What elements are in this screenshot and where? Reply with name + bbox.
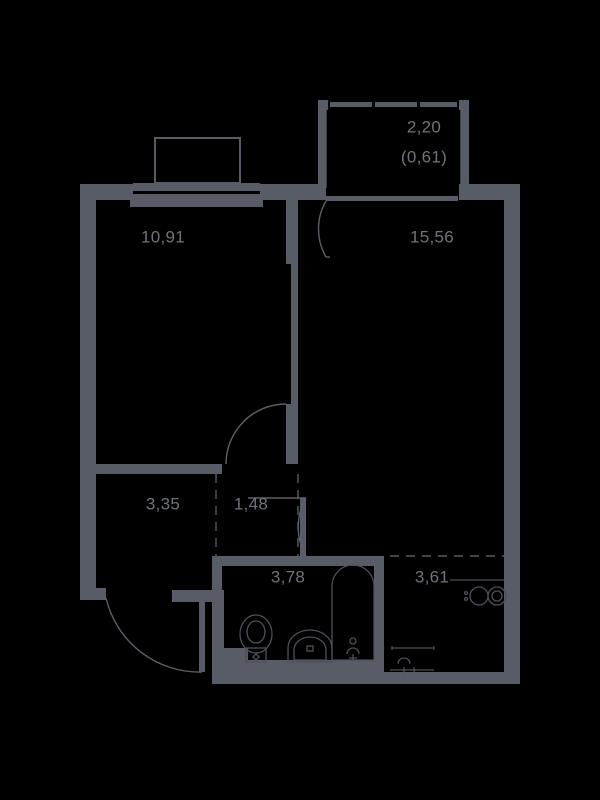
- wall-bathroom-right: [374, 556, 384, 672]
- entrance-door-arc: [105, 597, 203, 673]
- balcony-door-leaf: [326, 196, 458, 201]
- wall-left-entrance-jamb: [80, 588, 106, 600]
- kitchen-area-label: 3,61: [415, 567, 449, 586]
- balcony-wall-left: [318, 100, 326, 190]
- hall-area-label: 3,35: [146, 494, 180, 513]
- wall-bathroom-left: [212, 556, 222, 672]
- wall-left-exterior: [80, 184, 96, 600]
- bathroom-area-label: 3,78: [271, 567, 305, 586]
- wall-top-mid: [260, 184, 326, 200]
- bathtub-fixture: [331, 564, 375, 662]
- wall-bathroom-step: [222, 648, 248, 662]
- wall-right-exterior: [504, 184, 520, 684]
- living-room-area-label: 10,91: [141, 227, 185, 246]
- balcony-door: [317, 196, 458, 258]
- exterior-walls: [80, 184, 520, 684]
- balcony-inner-line: [325, 110, 462, 188]
- washbasin-fixture: [287, 629, 333, 663]
- wall-hall-top: [96, 464, 222, 474]
- wall-bottom-exterior: [212, 672, 520, 684]
- bathroom-door-arc: [297, 497, 307, 557]
- bathroom-fixtures: [239, 564, 375, 663]
- balcony-area-label: 2,20: [407, 117, 441, 136]
- balcony-railing-panel: [420, 102, 457, 107]
- cooktop-fixture: [463, 586, 507, 606]
- corridor-area-label: 1,48: [234, 494, 268, 513]
- bay-window-sill-outer: [133, 183, 260, 191]
- toilet-fixture: [239, 614, 273, 663]
- balcony-structure: [318, 100, 469, 190]
- bay-window: [130, 137, 263, 207]
- living-room-door-leaf: [286, 404, 292, 464]
- wall-vestibule-top: [172, 590, 224, 602]
- bathroom-door-leaf: [300, 498, 306, 556]
- balcony-door-arc: [317, 200, 327, 258]
- wall-bathroom-top: [212, 556, 384, 566]
- balcony-area-secondary-label: (0,61): [401, 147, 447, 166]
- wall-partition-main: [291, 198, 298, 463]
- balcony-railing-panel: [330, 102, 372, 107]
- bay-window-sill-inner: [130, 194, 263, 207]
- kitchen-sink-fixture: [390, 646, 435, 673]
- dashed-openings: [215, 474, 504, 557]
- bay-window-box: [154, 137, 241, 184]
- living-room-door-arc: [225, 403, 287, 465]
- bathroom-door: [248, 497, 307, 557]
- main-room-area-label: 15,56: [410, 227, 454, 246]
- balcony-post-left: [318, 100, 328, 110]
- balcony-post-right: [459, 100, 469, 110]
- living-room-door: [225, 403, 292, 465]
- entrance-door: [105, 597, 205, 673]
- interior-walls: [96, 198, 384, 672]
- balcony-wall-right: [461, 100, 469, 190]
- balcony-railing-panel: [375, 102, 417, 107]
- kitchen-fixtures: [390, 579, 507, 673]
- entrance-door-leaf: [199, 600, 205, 672]
- wall-bathroom-bottom: [222, 660, 384, 672]
